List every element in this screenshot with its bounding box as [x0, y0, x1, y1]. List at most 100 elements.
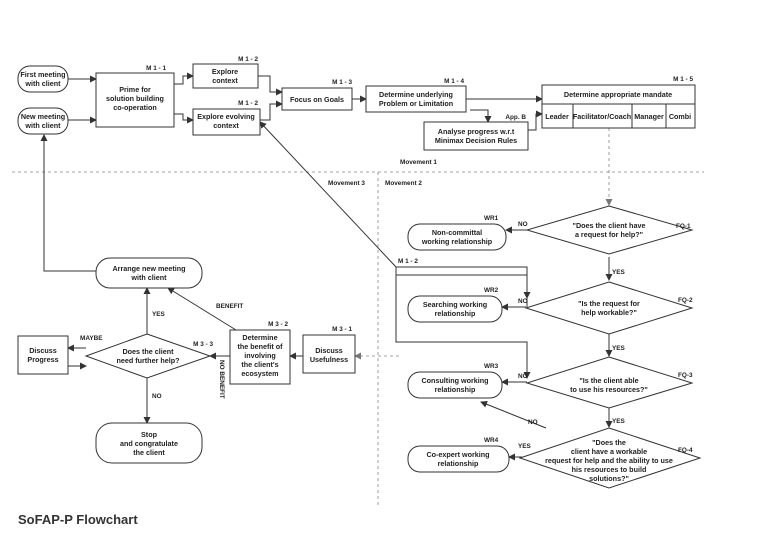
- code-m33: M 3 - 3: [193, 341, 213, 348]
- code-wr4: WR4: [484, 437, 499, 444]
- diamond-fq2: [524, 281, 694, 335]
- edge-loop-to-evolving: [259, 121, 397, 268]
- edge-label-further-yes: YES: [152, 311, 166, 318]
- edge-label-fq1-yes: YES: [612, 269, 626, 276]
- node-analyse-progress: [423, 121, 529, 151]
- edge-problem-to-analyse: [470, 109, 492, 123]
- code-m31: M 3 - 1: [332, 326, 352, 333]
- edges: [40, 72, 613, 461]
- code-m14: M 1 - 4: [444, 78, 464, 85]
- code-wr1: WR1: [484, 215, 499, 222]
- edge-prime-to-evolving: [174, 113, 194, 124]
- label-movement-3: Movement 3: [328, 180, 365, 187]
- node-first-meeting: [17, 65, 69, 93]
- edge-explore-to-goals: [258, 75, 283, 96]
- node-mandate: [541, 84, 696, 129]
- node-explore-evolving: [192, 108, 261, 136]
- node-wr1: [407, 223, 507, 251]
- diamond-further-help: [84, 333, 212, 379]
- page-title: SoFAP-P Flowchart: [18, 512, 138, 527]
- edge-label-fq2-no: NO: [518, 298, 528, 305]
- diamond-fq4: [518, 427, 702, 489]
- code-m11: M 1 - 1: [146, 65, 166, 72]
- label-mandate-title: Determine appropriate mandate: [564, 90, 672, 99]
- node-arrange-meeting: [95, 257, 203, 289]
- code-m15: M 1 - 5: [673, 76, 693, 83]
- edge-label-fq4-yes: YES: [518, 443, 532, 450]
- edge-fq3-to-wr3: [480, 400, 547, 429]
- code-fq3: FQ-3: [678, 372, 693, 379]
- code-m12a: M 1 - 2: [238, 56, 258, 63]
- node-discuss-progress: [17, 335, 69, 375]
- edge-label-fq1-no: NO: [518, 221, 528, 228]
- node-wr3: [407, 371, 503, 399]
- code-m12c: M 1 - 2: [398, 258, 418, 265]
- mandate-option-facilitator: Facilitator/Coach: [573, 112, 631, 121]
- edge-arrange-to-new: [40, 134, 96, 272]
- diamond-fq1: [525, 205, 694, 255]
- label-movement-2: Movement 2: [385, 180, 422, 187]
- edge-prime-to-explore: [174, 72, 194, 85]
- mandate-option-leader: Leader: [545, 112, 569, 121]
- node-focus-goals: [281, 87, 353, 111]
- edge-benefit-yes: [167, 287, 237, 331]
- edge-label-fq4-no: NO: [528, 419, 538, 426]
- label-focus-goals: Focus on Goals: [290, 95, 344, 104]
- node-determine-benefit: [229, 329, 291, 385]
- node-stop: [95, 422, 203, 464]
- edge-loop-to-fq2: [395, 267, 531, 299]
- node-prime: [95, 72, 175, 128]
- code-fq2: FQ-2: [678, 297, 693, 304]
- code-appb: App. B: [505, 114, 526, 121]
- edge-label-maybe: MAYBE: [80, 335, 103, 342]
- code-fq4: FQ-4: [678, 447, 693, 454]
- edge-label-further-no: NO: [152, 393, 162, 400]
- code-m13: M 1 - 3: [332, 79, 352, 86]
- code-m12b: M 1 - 2: [238, 100, 258, 107]
- edge-label-fq3-yes: YES: [612, 418, 626, 425]
- edge-label-benefit: BENEFIT: [216, 303, 243, 310]
- code-fq1: FQ-1: [676, 223, 691, 230]
- edge-loop-to-fq3: [395, 266, 531, 379]
- edge-label-fq2-yes: YES: [612, 345, 626, 352]
- node-discuss-usefulness: [302, 334, 356, 374]
- edge-evolving-to-goals: [260, 100, 283, 121]
- edge-analyse-to-mandate: [528, 110, 543, 131]
- mandate-option-manager: Manager: [634, 112, 664, 121]
- node-wr4: [407, 445, 510, 473]
- code-m32: M 3 - 2: [268, 321, 288, 328]
- edge-label-fq3-no: NO: [518, 373, 528, 380]
- edge-label-no-benefit: NO BENEFIT: [218, 360, 225, 399]
- label-movement-1: Movement 1: [400, 159, 437, 166]
- code-wr2: WR2: [484, 287, 499, 294]
- node-wr2: [407, 295, 503, 323]
- mandate-option-combi: Combi: [669, 112, 691, 121]
- diamond-fq3: [525, 356, 694, 409]
- node-new-meeting: [17, 107, 69, 135]
- code-wr3: WR3: [484, 363, 499, 370]
- node-explore-context: [192, 63, 259, 89]
- node-determine-problem: [365, 85, 467, 113]
